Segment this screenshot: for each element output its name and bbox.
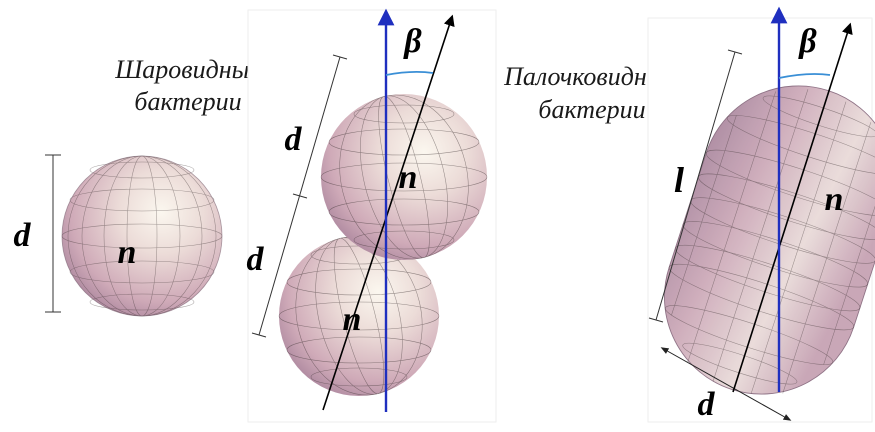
label-d-single: d [14,217,32,254]
single-sphere-panel: d n [14,154,223,317]
caption-rod: Палочковидные бактерии [503,62,676,124]
label-n-upper: n [399,159,418,196]
rod-panel: l d β n [647,6,875,423]
beta-arc-double [385,70,434,76]
rod-diameter-arrow [660,347,792,421]
double-sphere-panel: d d [247,8,497,423]
caption-spherical: Шаровидные бактерии [114,55,261,116]
beta-arc-rod [778,73,831,79]
caption-rod-line1: Палочковидные [503,62,676,91]
label-beta-double: β [402,23,422,60]
caption-rod-line2: бактерии [538,95,645,124]
label-beta-rod: β [797,23,817,60]
label-l: l [674,160,684,200]
lower-sphere [278,236,440,396]
label-n-lower: n [343,301,362,338]
label-d-lower: d [247,241,265,278]
tilted-axis-arrow-rod [732,22,853,393]
caption-spherical-line1: Шаровидные [114,55,261,84]
label-n-single: n [118,234,137,271]
length-dimension-line [655,51,736,321]
label-d-rod: d [698,386,716,423]
label-d-upper: d [285,121,303,158]
caption-spherical-line2: бактерии [134,87,241,116]
label-n-rod: n [825,181,844,218]
single-sphere [61,155,223,317]
upper-sphere [320,94,488,260]
